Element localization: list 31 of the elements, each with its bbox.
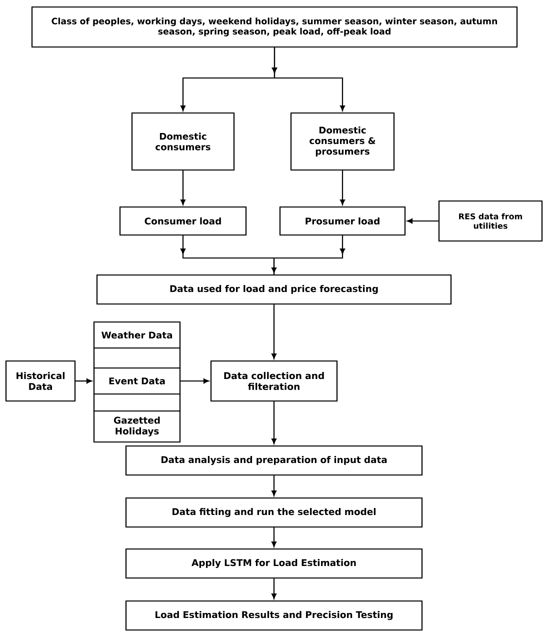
arrow xyxy=(271,528,277,547)
arrow xyxy=(180,378,209,384)
process-box: Consumer load xyxy=(119,206,247,236)
arrow xyxy=(273,236,346,274)
arrow xyxy=(340,170,346,205)
stack-cell: Gazetted Holidays xyxy=(93,410,181,443)
process-box: Load Estimation Results and Precision Testing xyxy=(125,600,423,631)
empty-cell xyxy=(93,393,181,412)
process-box: Domestic consumers & prosumers xyxy=(290,112,395,171)
process-box: Data analysis and preparation of input data xyxy=(125,445,423,476)
arrow xyxy=(271,304,277,359)
data-box: Historical Data xyxy=(5,360,76,402)
empty-cell xyxy=(93,347,181,369)
arrow xyxy=(272,48,346,111)
process-box: Data collection and filteration xyxy=(210,360,338,402)
stack-cell: Event Data xyxy=(93,367,181,395)
process-box: Data used for load and price forecasting xyxy=(96,274,452,305)
data-box: RES data from utilities xyxy=(438,200,543,242)
process-box: Apply LSTM for Load Estimation xyxy=(125,548,423,579)
process-box: Domestic consumers xyxy=(131,112,235,171)
arrow xyxy=(271,402,277,444)
arrow xyxy=(76,378,92,384)
process-box: Class of peoples, working days, weekend holidays, summer season, winter season, autumn season, spring season, peak load, off-peak load xyxy=(31,6,518,48)
arrowhead xyxy=(271,266,277,273)
process-box: Prosumer load xyxy=(279,206,406,236)
stack-cell: Weather Data xyxy=(93,321,181,349)
process-box: Data fitting and run the selected model xyxy=(125,497,423,528)
arrow xyxy=(271,578,277,599)
arrow xyxy=(407,218,438,224)
arrow xyxy=(271,476,277,496)
arrow xyxy=(180,170,186,205)
